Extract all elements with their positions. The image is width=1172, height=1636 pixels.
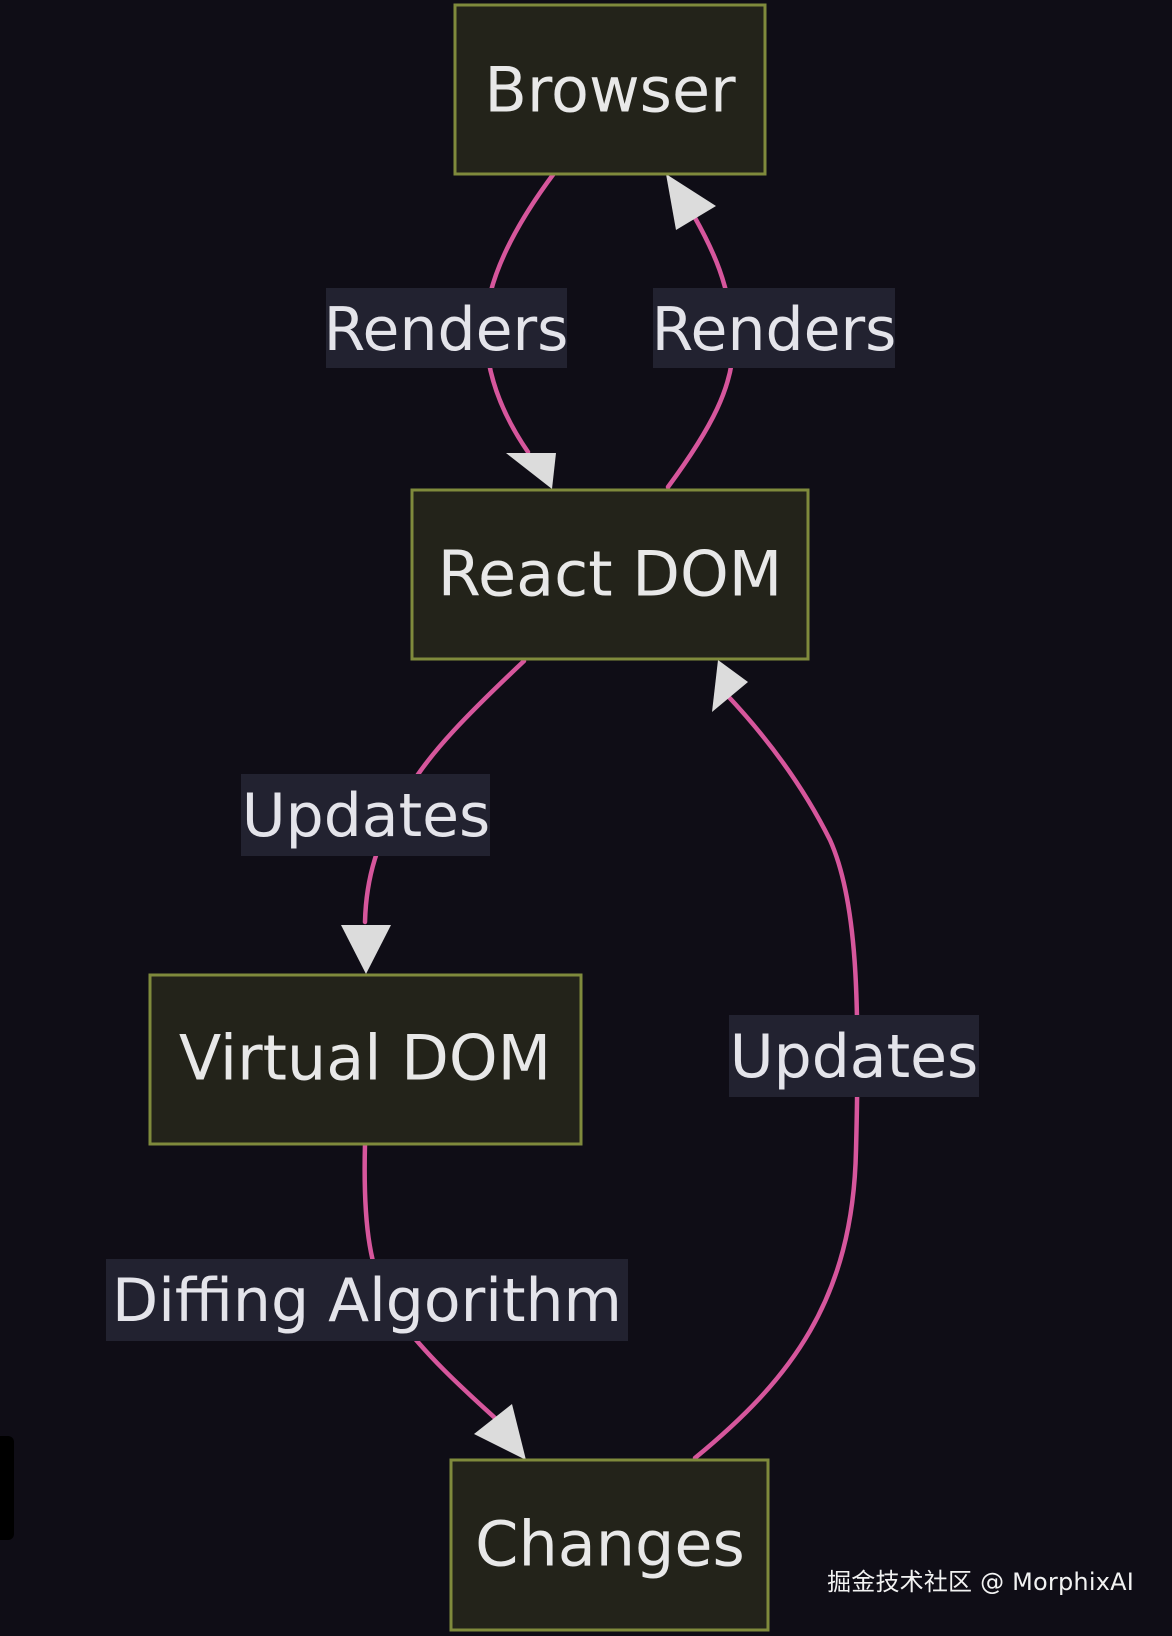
arrowhead-up-icon (712, 660, 748, 712)
edge-label-text: Updates (730, 1022, 979, 1092)
edge-label-updates-left: Updates (241, 774, 490, 856)
node-virtual-dom: Virtual DOM (148, 973, 583, 1146)
node-label: Changes (475, 1508, 745, 1581)
node-changes: Changes (449, 1458, 770, 1632)
edge-label-renders-left: Renders (324, 288, 569, 368)
arrowhead-up-icon (666, 174, 716, 230)
arrowhead-down-icon (506, 453, 556, 489)
edge-label-text: Renders (652, 295, 897, 365)
edge-label-renders-right: Renders (652, 288, 897, 368)
edge-label-text: Diffing Algorithm (112, 1266, 622, 1336)
edge-label-text: Renders (324, 295, 569, 365)
arrowhead-down-icon (341, 925, 391, 974)
node-browser: Browser (453, 3, 767, 176)
side-tab-handle (0, 1436, 14, 1540)
node-label: Virtual DOM (179, 1022, 551, 1095)
edge-label-updates-right: Updates (729, 1015, 979, 1097)
watermark: 掘金技术社区 @ MorphixAI (827, 1568, 1134, 1596)
node-label: Browser (484, 54, 736, 127)
node-react-dom: React DOM (410, 488, 810, 661)
edge-label-diffing-algorithm: Diffing Algorithm (106, 1259, 628, 1341)
arrowhead-down-icon (474, 1404, 526, 1460)
edge-label-text: Updates (242, 781, 491, 851)
node-label: React DOM (438, 538, 783, 611)
